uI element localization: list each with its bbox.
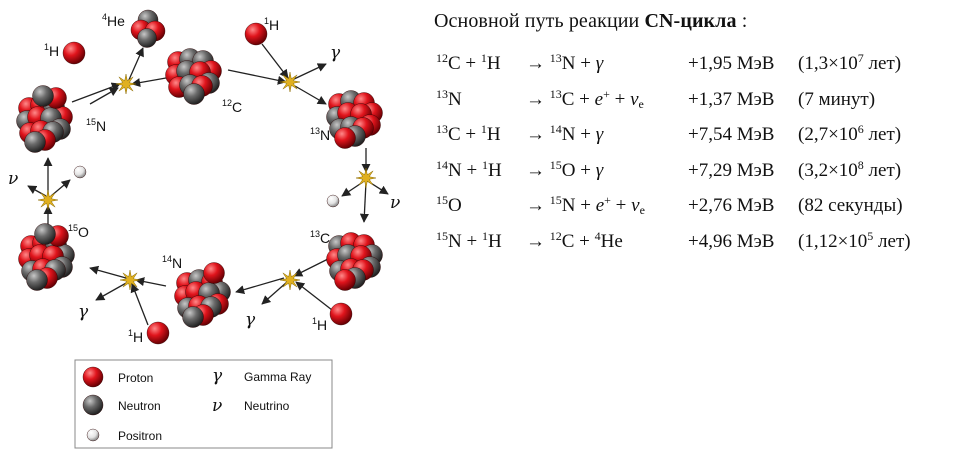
legend-neutrino-symbol: ν xyxy=(212,396,222,416)
nucleus-c13 xyxy=(326,232,383,291)
reaction-lhs: 13N xyxy=(436,86,462,110)
neutrino-right: ν xyxy=(390,193,400,213)
positron xyxy=(73,165,87,179)
proton xyxy=(334,127,356,149)
reaction-flash xyxy=(37,189,59,211)
reaction-energy: +7,54 МэВ xyxy=(688,124,775,145)
reaction-flash xyxy=(119,269,141,291)
label-c13: 13C xyxy=(310,229,330,246)
reaction-row: 15O → 15N + e+ + νe +2,76 МэВ (82 секунды) xyxy=(432,193,952,231)
legend-positron-ball xyxy=(86,428,100,442)
reaction-flash xyxy=(279,269,301,291)
proton xyxy=(334,269,356,291)
reaction-energy: +7,29 МэВ xyxy=(688,159,775,181)
reaction-energy: +2,76 МэВ xyxy=(688,195,775,216)
label-h-bottomleft: 1H xyxy=(128,328,143,345)
reaction-row: 12C + 1H → 13N + γ +1,95 МэВ (1,3×107 лет) xyxy=(432,51,952,89)
reaction-flashes xyxy=(37,71,377,291)
hydrogen-proton xyxy=(329,302,353,326)
nucleus-n13 xyxy=(326,90,383,149)
particles xyxy=(62,22,353,345)
label-h-bottomright: 1H xyxy=(312,316,327,333)
neutron xyxy=(183,83,205,105)
reaction-lhs: 13C + 1H xyxy=(436,122,501,145)
hydrogen-proton xyxy=(146,321,170,345)
reaction-rhs: → 15N + e+ + νe xyxy=(526,193,645,217)
reaction-time: (1,12×105 лет) xyxy=(798,228,911,252)
reaction-energy: +1,95 МэВ xyxy=(688,53,775,74)
reaction-row: 13N → 13C + e+ + νe +1,37 МэВ (7 минут) xyxy=(432,86,952,125)
label-o15: 15O xyxy=(68,223,89,240)
label-he4: 4He xyxy=(102,12,125,29)
reaction-panel: Основной путь реакции CN-цикла : 12C + 1… xyxy=(432,6,952,266)
neutron xyxy=(34,223,56,245)
reaction-time: (1,3×107 лет) xyxy=(798,51,902,74)
positron xyxy=(326,194,340,208)
reaction-energy: +1,37 МэВ xyxy=(688,88,775,110)
legend-neutrino: Neutrino xyxy=(244,399,290,413)
cn-cycle-diagram: 12C 13N 13C 14N 15O 15N 4He 1H 1H 1H 1H … xyxy=(8,9,400,449)
neutron xyxy=(32,85,54,107)
legend-neutron: Neutron xyxy=(118,399,161,413)
page-title: Основной путь реакции CN-цикла : xyxy=(434,10,748,32)
neutrino-left: ν xyxy=(8,169,18,189)
legend-proton-ball xyxy=(82,366,104,388)
proton xyxy=(203,262,225,284)
gamma-top: γ xyxy=(330,43,341,63)
reaction-rhs: → 12C + 4He xyxy=(526,228,623,252)
gamma-bottomright: γ xyxy=(245,310,256,330)
reaction-time: (3,2×108 лет) xyxy=(798,157,902,181)
reaction-lhs: 15O xyxy=(436,193,462,216)
reaction-time: (82 секунды) xyxy=(798,195,903,216)
reaction-lhs: 12C + 1H xyxy=(436,51,501,74)
legend-gamma-symbol: γ xyxy=(212,366,223,386)
nucleus-n15 xyxy=(16,85,73,153)
label-c12: 12C xyxy=(222,98,242,115)
reaction-flash xyxy=(355,167,377,189)
nuclei xyxy=(16,9,383,328)
reaction-energy: +4,96 МэВ xyxy=(688,230,775,252)
reaction-time: (7 минут) xyxy=(798,88,876,110)
legend: Proton Neutron Positron γ Gamma Ray ν Ne… xyxy=(74,359,333,449)
legend-neutron-ball xyxy=(82,394,104,416)
reaction-rhs: → 13C + e+ + νe xyxy=(526,86,644,111)
nucleus-o15 xyxy=(18,223,75,291)
legend-positron: Positron xyxy=(118,429,162,443)
reaction-flash xyxy=(279,71,301,93)
reaction-list: 12C + 1H→ 13N + γ+1,95 МэВ(1,3×107 лет)1… xyxy=(432,51,952,267)
nucleus-c12 xyxy=(165,48,222,105)
neutron xyxy=(24,131,46,153)
reaction-row: 13C + 1H → 14N + γ +7,54 МэВ (2,7×106 лет) xyxy=(432,122,952,160)
label-h-top: 1H xyxy=(264,16,279,33)
reaction-flash xyxy=(115,73,137,95)
label-n15: 15N xyxy=(86,117,106,134)
reaction-row: 15N + 1H → 12C + 4He +4,96 МэВ (1,12×105 ле… xyxy=(432,228,952,267)
reaction-time: (2,7×106 лет) xyxy=(798,122,902,145)
reaction-lhs: 14N + 1H xyxy=(436,157,502,181)
reaction-row: 14N + 1H → 15O + γ +7,29 МэВ (3,2×108 лет) xyxy=(432,157,952,196)
label-n13: 13N xyxy=(310,126,330,143)
reaction-lhs: 15N + 1H xyxy=(436,228,502,252)
nucleus-he4 xyxy=(130,9,166,48)
neutron xyxy=(137,28,157,48)
legend-gamma: Gamma Ray xyxy=(244,370,311,384)
hydrogen-proton xyxy=(244,22,268,46)
reaction-rhs: → 13N + γ xyxy=(526,51,604,74)
nucleus-n14 xyxy=(174,262,231,328)
hydrogen-proton xyxy=(62,41,86,65)
label-n14: 14N xyxy=(162,254,182,271)
reaction-rhs: → 14N + γ xyxy=(526,122,604,145)
reaction-rhs: → 15O + γ xyxy=(526,157,604,181)
label-h-topleft: 1H xyxy=(44,42,59,59)
neutron xyxy=(26,269,48,291)
gamma-bottomleft: γ xyxy=(78,302,89,322)
legend-proton: Proton xyxy=(118,371,153,385)
neutron xyxy=(182,306,204,328)
